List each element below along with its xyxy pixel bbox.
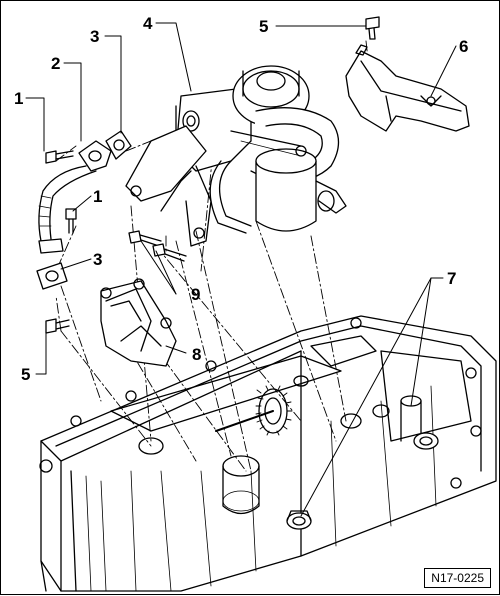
callout-5-upper: 5 <box>259 17 269 36</box>
gaskets <box>36 130 132 290</box>
figure-id-label: N17-0225 <box>424 568 491 588</box>
callout-1-upper: 1 <box>14 89 24 108</box>
callout-5-lower: 5 <box>21 365 31 384</box>
mounting-bracket <box>100 278 177 367</box>
callout-8: 8 <box>192 345 202 364</box>
bolt-top <box>365 16 380 40</box>
callout-3-lower: 3 <box>93 250 103 269</box>
heat-shield <box>345 44 470 132</box>
oil-return-pipe <box>38 140 112 254</box>
callout-3-upper: 3 <box>90 27 100 46</box>
callout-6: 6 <box>459 37 469 56</box>
leader-lines <box>25 22 457 517</box>
turbo-manifold-assembly <box>125 65 347 247</box>
small-bolts <box>45 150 77 334</box>
callout-7: 7 <box>447 269 457 288</box>
callout-9: 9 <box>191 285 201 304</box>
callout-4: 4 <box>143 14 153 33</box>
callout-2: 2 <box>51 54 61 73</box>
alignment-lines <box>55 40 372 472</box>
engine-block <box>39 315 497 592</box>
bushing-sleeves <box>286 395 439 530</box>
callout-1-lower: 1 <box>93 187 103 206</box>
gear-wheel <box>215 385 293 436</box>
